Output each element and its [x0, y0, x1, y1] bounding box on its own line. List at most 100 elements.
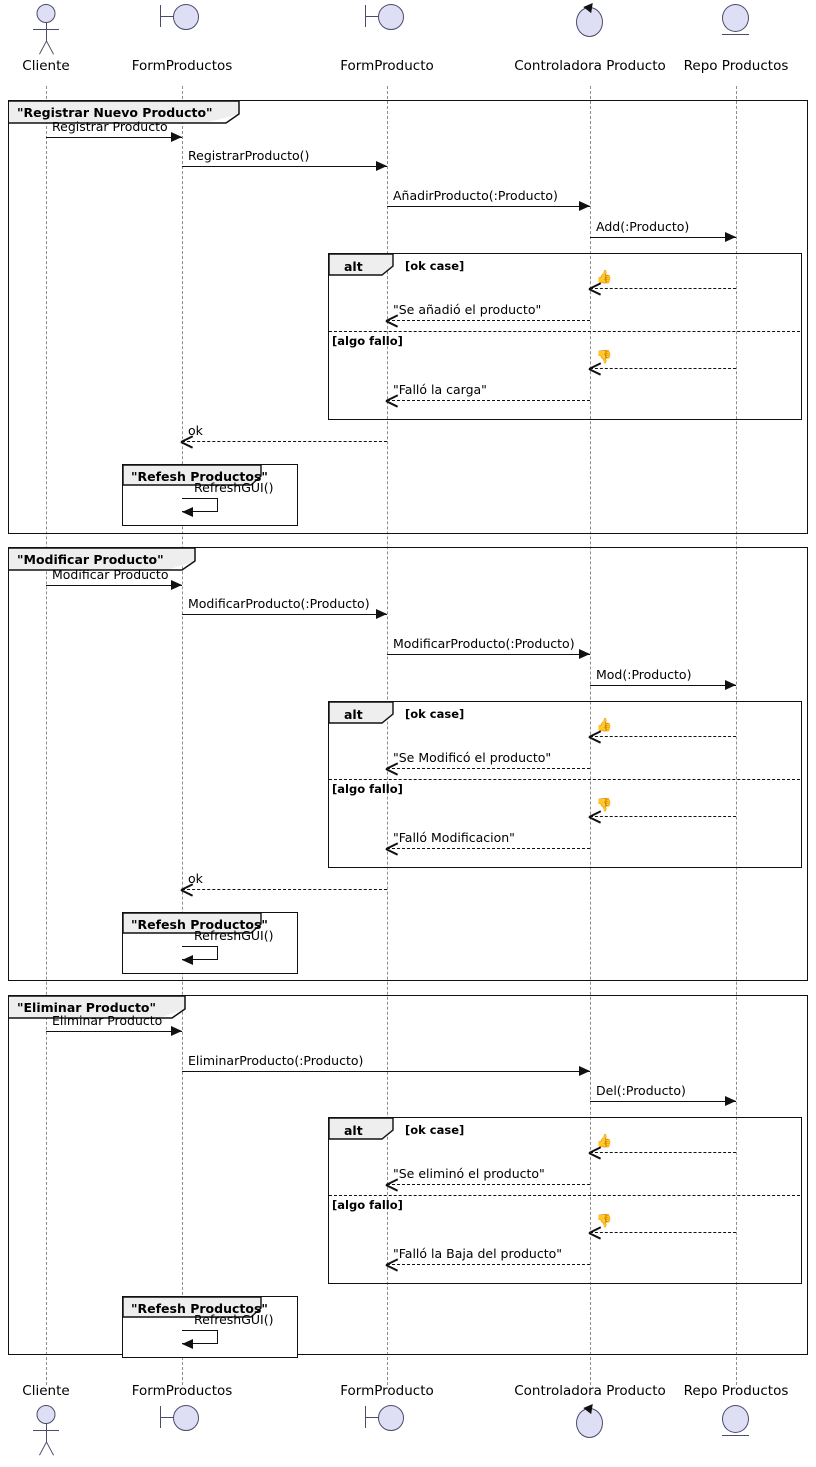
message-modificar-1-label: ModificarProducto(:Producto)	[188, 596, 370, 611]
boundary-icon	[160, 1404, 204, 1437]
participant-label: FormProductos	[131, 58, 233, 74]
control-icon-wrap	[490, 0, 690, 60]
alt-message-registrar-1-0-line	[590, 368, 736, 369]
alt-label-eliminar: alt	[344, 1123, 363, 1138]
self-message-arrowhead-modificar	[182, 955, 193, 965]
message-registrar-0-label: Registrar Producto	[52, 119, 168, 134]
participant-footer-repo: Repo Productos	[636, 1383, 816, 1451]
self-message-arrowhead-eliminar	[182, 1339, 193, 1349]
participant-footer-formproducto: FormProducto	[287, 1384, 487, 1451]
alt-message-eliminar-1-1-label: "Falló la Baja del producto"	[393, 1246, 563, 1261]
alt-message-eliminar-1-1-line	[387, 1264, 590, 1265]
alt-message-registrar-1-1-line	[387, 400, 590, 401]
message-registrar-2-line	[387, 206, 590, 207]
message-eliminar-2-label: Del(:Producto)	[596, 1083, 686, 1098]
participant-header-cliente: Cliente	[0, 4, 146, 74]
boundary-icon-wrap	[82, 4, 282, 60]
alt-message-modificar-1-0-line	[590, 816, 736, 817]
message-eliminar-0-label: Eliminar Producto	[52, 1013, 163, 1028]
control-icon	[575, 1400, 605, 1438]
alt-message-registrar-0-0-label: 👍	[596, 270, 613, 285]
message-modificar-2-label: ModificarProducto(:Producto)	[393, 636, 575, 651]
message-modificar-2-arrowhead	[579, 649, 590, 659]
lifeline-formproducto	[387, 86, 388, 1385]
alt-message-eliminar-0-0-line	[590, 1152, 736, 1153]
actor-icon-wrap	[0, 1404, 146, 1456]
alt-guard-modificar-0: [ok case]	[405, 707, 465, 721]
participant-header-formproducto: FormProducto	[287, 4, 487, 74]
return-message-registrar-line	[182, 441, 387, 442]
message-modificar-1-line	[182, 614, 387, 615]
message-registrar-1-line	[182, 166, 387, 167]
alt-message-registrar-0-1-line	[387, 320, 590, 321]
participant-label: Repo Productos	[683, 1383, 789, 1399]
self-message-label-registrar: RefreshGUI()	[194, 480, 274, 495]
alt-guard-registrar-0: [ok case]	[405, 259, 465, 273]
alt-guard-eliminar-1: [algo fallo]	[332, 1198, 403, 1212]
alt-guard-modificar-1: [algo fallo]	[332, 782, 403, 796]
fragment-label: "Modificar Producto"	[17, 551, 164, 567]
actor-icon-wrap	[0, 4, 146, 60]
participant-header-formproductos: FormProductos	[82, 4, 282, 74]
fragment-tab-outline	[9, 101, 240, 124]
self-message-label-modificar: RefreshGUI()	[194, 928, 274, 943]
fragment-label-tab-modificar: "Modificar Producto"	[9, 548, 195, 570]
self-message-eliminar	[182, 1330, 218, 1344]
message-registrar-3-line	[590, 237, 736, 238]
message-eliminar-2-arrowhead	[725, 1096, 736, 1106]
alt-message-modificar-0-0-label: 👍	[596, 718, 613, 733]
message-eliminar-1-arrowhead	[579, 1066, 590, 1076]
alt-message-eliminar-1-0-line	[590, 1232, 736, 1233]
self-message-modificar	[182, 946, 218, 960]
self-message-registrar	[182, 498, 218, 512]
alt-message-registrar-0-1-label: "Se añadió el producto"	[393, 302, 542, 317]
return-message-modificar-label: ok	[188, 871, 203, 886]
participant-footer-cliente: Cliente	[0, 1383, 146, 1456]
message-registrar-0-arrowhead	[171, 132, 182, 142]
message-registrar-2-label: AñadirProducto(:Producto)	[393, 188, 558, 203]
participant-header-repo: Repo Productos	[636, 4, 816, 74]
self-message-label-eliminar: RefreshGUI()	[194, 1312, 274, 1327]
message-eliminar-2-line	[590, 1101, 736, 1102]
alt-fragment-modificar	[328, 701, 802, 868]
self-message-arrowhead-registrar	[182, 507, 193, 517]
message-registrar-2-arrowhead	[579, 201, 590, 211]
alt-message-eliminar-0-1-label: "Se eliminó el producto"	[393, 1166, 545, 1181]
participant-label: Cliente	[22, 58, 70, 74]
message-modificar-1-arrowhead	[376, 609, 387, 619]
fragment-label: "Eliminar Producto"	[17, 999, 157, 1015]
refresh-tab-outline	[123, 913, 262, 934]
alt-guard-registrar-1: [algo fallo]	[332, 334, 403, 348]
participant-label: Repo Productos	[683, 58, 789, 74]
fragment-tab-outline	[9, 548, 196, 571]
alt-branch-divider-eliminar	[329, 1195, 800, 1196]
message-registrar-1-arrowhead	[376, 161, 387, 171]
entity-icon-wrap	[636, 4, 816, 60]
lifeline-cliente	[46, 86, 47, 1385]
alt-message-modificar-1-1-label: "Falló Modificacion"	[393, 830, 515, 845]
fragment-eliminar	[8, 995, 808, 1355]
alt-branch-divider-registrar	[329, 331, 800, 332]
alt-label-modificar: alt	[344, 707, 363, 722]
boundary-icon	[160, 4, 204, 36]
alt-branch-divider-modificar	[329, 779, 800, 780]
participant-footer-formproductos: FormProductos	[82, 1384, 282, 1451]
fragment-label-tab-registrar: "Registrar Nuevo Producto"	[9, 101, 239, 123]
participant-footer-controladora: Controladora Producto	[490, 1384, 690, 1451]
message-registrar-1-label: RegistrarProducto()	[188, 148, 310, 163]
alt-message-registrar-0-0-line	[590, 288, 736, 289]
alt-tab-outline	[329, 254, 394, 276]
entity-icon	[721, 4, 751, 38]
message-eliminar-0-line	[46, 1031, 182, 1032]
message-eliminar-1-label: EliminarProducto(:Producto)	[188, 1053, 364, 1068]
alt-fragment-registrar	[328, 253, 802, 420]
participant-label: FormProducto	[340, 58, 434, 74]
message-modificar-3-line	[590, 685, 736, 686]
alt-message-eliminar-1-0-label: 👎	[596, 1214, 613, 1229]
message-modificar-2-line	[387, 654, 590, 655]
lifeline-formproductos	[182, 86, 183, 1385]
alt-message-registrar-1-1-label: "Falló la carga"	[393, 382, 487, 397]
message-eliminar-0-arrowhead	[171, 1026, 182, 1036]
participant-label: Cliente	[22, 1383, 70, 1399]
